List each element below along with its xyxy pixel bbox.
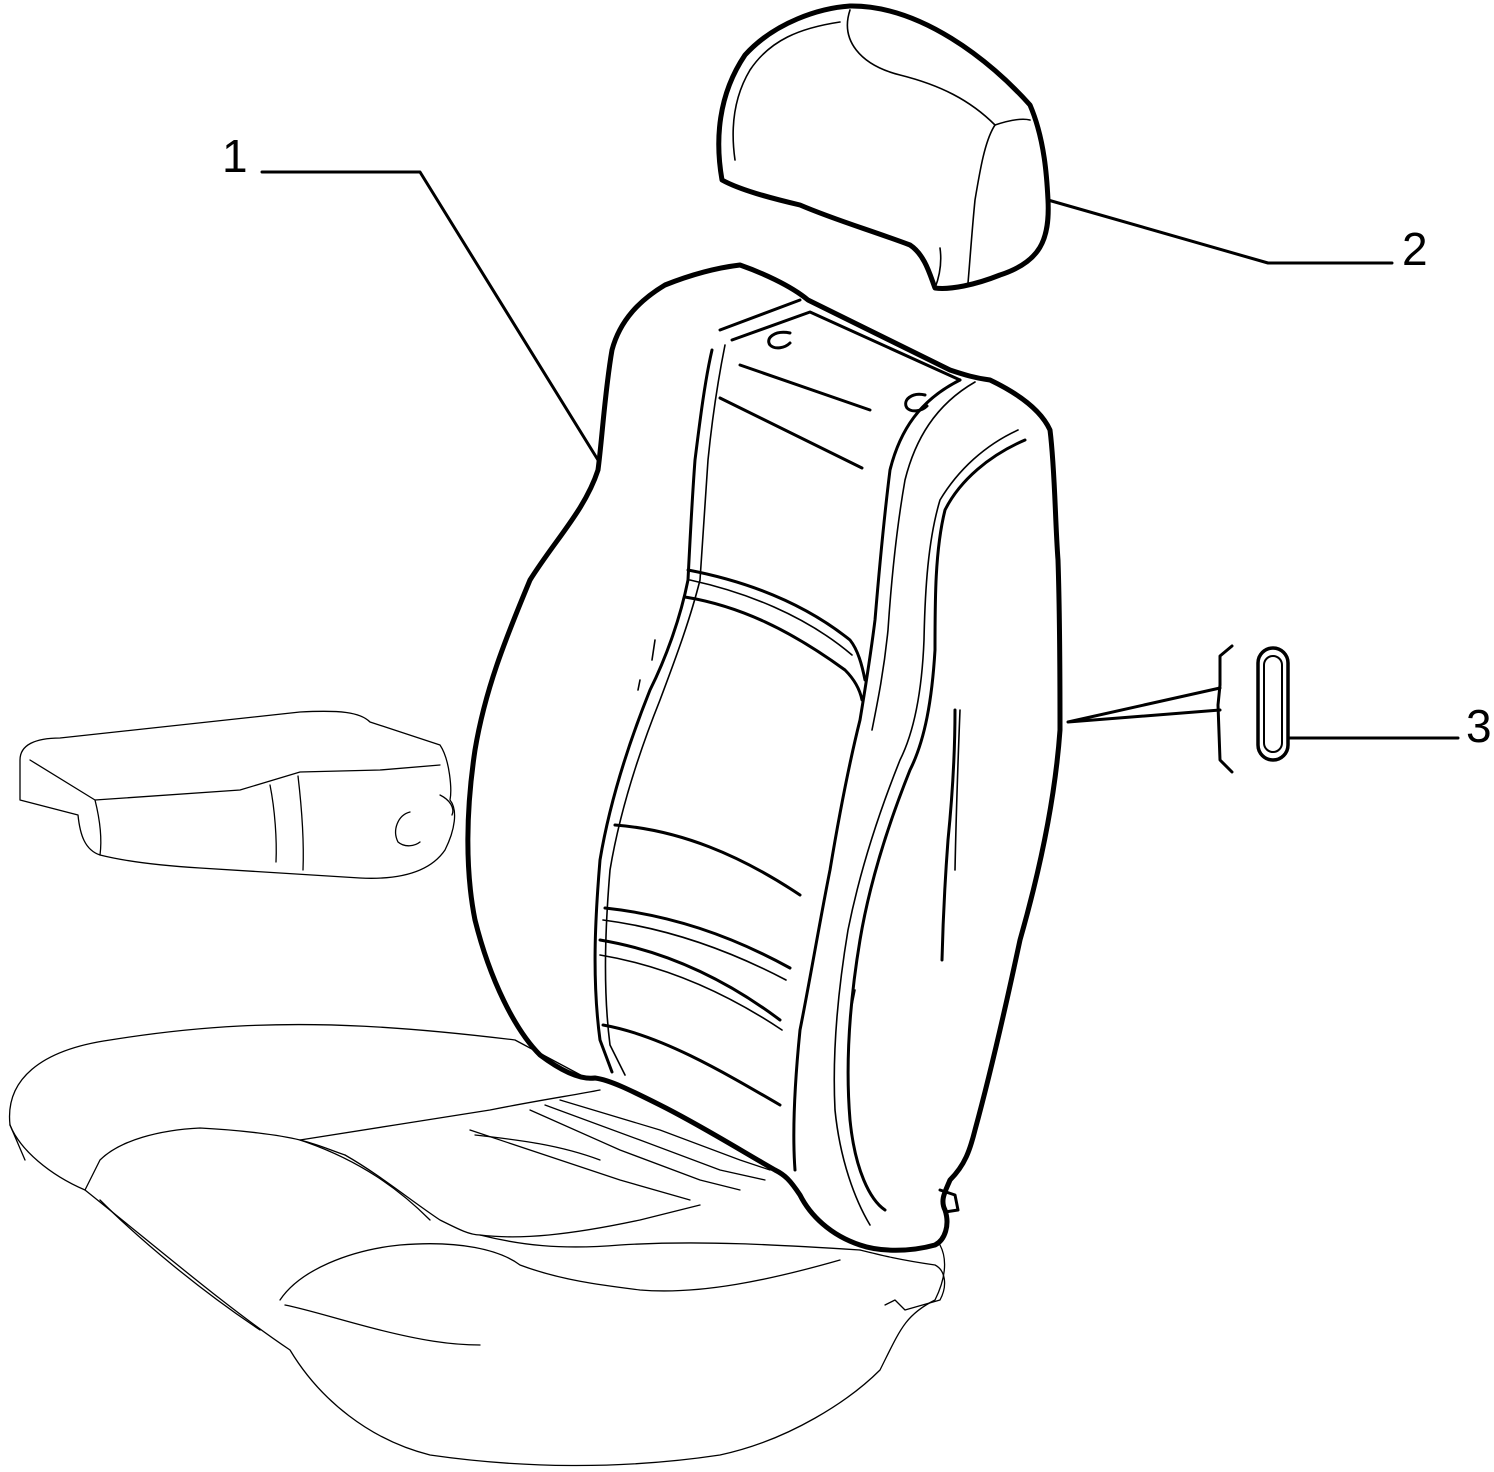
leader-1 xyxy=(260,170,600,462)
callout-labels: 1 2 3 xyxy=(222,130,1492,752)
armrest-outline xyxy=(19,710,456,879)
headrest xyxy=(716,3,1051,291)
callout-2-label: 2 xyxy=(1402,223,1428,275)
callout-3-label: 3 xyxy=(1466,700,1492,752)
leader-2 xyxy=(1046,198,1394,265)
trim-grommet xyxy=(1216,644,1290,774)
leader-3-bracket xyxy=(1066,686,1222,724)
seat-back xyxy=(465,262,1063,1253)
seat-cushion-outline xyxy=(8,1023,946,1467)
callout-1-label: 1 xyxy=(222,130,248,182)
leader-lines xyxy=(260,170,1460,740)
